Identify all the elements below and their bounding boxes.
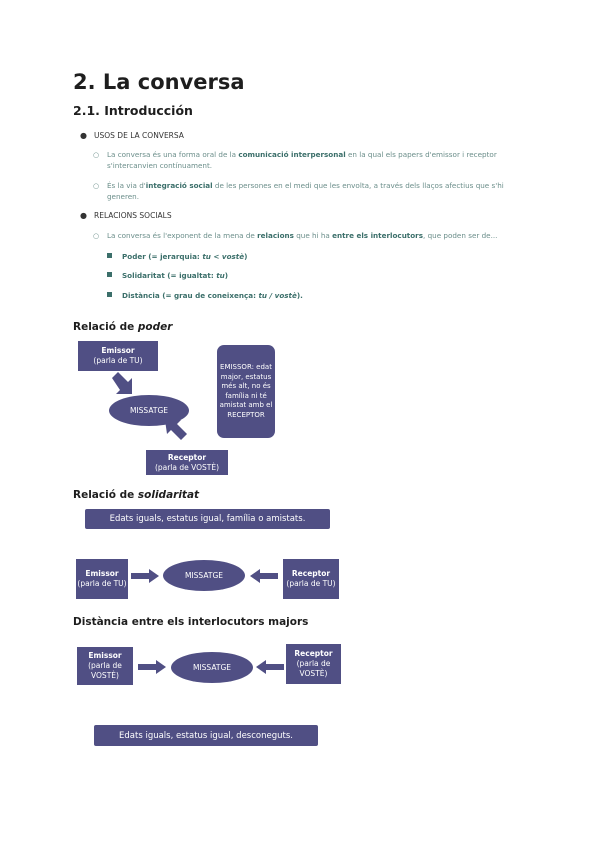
type-item: Distància (= grau de coneixença: tu / vo… — [107, 291, 303, 300]
sub-item: ○ La conversa és una forma oral de la co… — [93, 150, 527, 171]
arrow-left-icon — [256, 660, 284, 674]
square-bullet-icon — [107, 272, 112, 277]
text-italic: tu < vostè — [202, 252, 245, 261]
bullet-dot-icon: ● — [80, 131, 87, 140]
diagram-heading-poder: Relació de poder — [73, 321, 172, 333]
ring-icon: ○ — [93, 182, 100, 190]
arrow-down-right-icon — [112, 372, 132, 394]
text: És la via d' — [107, 181, 146, 190]
text: ). — [296, 291, 303, 300]
text-italic: poder — [137, 321, 173, 333]
box-sub: (parla de VOSTÈ) — [88, 661, 122, 680]
type-item: Poder (= jerarquia: tu < vostè) — [107, 252, 248, 261]
bullet-usos: ● USOS DE LA CONVERSA — [80, 131, 184, 140]
sub-item: ○ La conversa és l'exponent de la mena d… — [93, 231, 537, 242]
message-ellipse: MISSATGE — [163, 560, 245, 591]
banner-text: Edats iguals, estatus igual, família o a… — [109, 514, 306, 524]
text: , que poden ser de... — [423, 231, 498, 240]
box-title: Receptor — [294, 649, 333, 658]
arrow-right-icon — [138, 660, 166, 674]
box-title: Emissor — [101, 346, 135, 355]
box-sub: (parla de TU) — [93, 356, 143, 365]
square-bullet-icon — [107, 292, 112, 297]
box-sub: (parla de VOSTÈ) — [296, 659, 331, 678]
text: en la qual els papers d'emissor i recept… — [107, 150, 497, 170]
text-bold: relacions — [257, 231, 294, 240]
text: Distància (= grau de coneixença: — [122, 291, 259, 300]
box-title: Emissor — [85, 569, 119, 578]
text-italic: tu — [216, 271, 225, 280]
solidaritat-banner: Edats iguals, estatus igual, família o a… — [85, 509, 330, 529]
text: La conversa és una forma oral de la — [107, 150, 239, 159]
text-bold: integració social — [145, 181, 213, 190]
ring-icon: ○ — [93, 232, 100, 240]
text: ) — [224, 271, 229, 280]
arrow-left-icon — [250, 569, 278, 583]
receptor-box: Receptor (parla de VOSTÈ) — [286, 644, 341, 684]
text: Relació de — [73, 321, 138, 333]
arrow-right-icon — [131, 569, 159, 583]
ellipse-label: MISSATGE — [192, 663, 232, 672]
section-subtitle: 2.1. Introducción — [73, 103, 193, 118]
box-title: Emissor — [88, 651, 122, 660]
bullet-label: RELACIONS SOCIALS — [94, 211, 172, 220]
arrow-up-left-icon — [165, 420, 187, 440]
text: Solidaritat (= igualtat: — [122, 271, 217, 280]
bullet-dot-icon: ● — [80, 211, 87, 220]
bullet-label: USOS DE LA CONVERSA — [94, 131, 184, 140]
box-title: Receptor — [291, 569, 331, 578]
box-sub: (parla de TU) — [286, 579, 336, 588]
note-box: EMISSOR: edat major, estatus més alt, no… — [217, 345, 275, 438]
text: ) — [244, 252, 248, 261]
ellipse-label: MISSATGE — [129, 406, 169, 415]
receptor-box: Receptor (parla de TU) — [283, 559, 339, 599]
type-item: Solidaritat (= igualtat: tu) — [107, 271, 229, 280]
emissor-box: Emissor (parla de TU) — [78, 341, 158, 371]
text-italic: tu / vostè — [258, 291, 297, 300]
ellipse-label: MISSATGE — [184, 571, 224, 580]
text: La conversa és l'exponent de la mena de — [107, 231, 258, 240]
diagram-heading-distancia: Distància entre els interlocutors majors — [73, 616, 309, 628]
text: que hi ha — [293, 231, 333, 240]
banner-text: Edats iguals, estatus igual, desconeguts… — [119, 730, 293, 741]
distancia-banner: Edats iguals, estatus igual, desconeguts… — [94, 725, 318, 746]
ring-icon: ○ — [93, 151, 100, 159]
text: Poder (= jerarquia: — [122, 252, 203, 261]
sub-item: ○ És la via d'integració social de les p… — [93, 181, 527, 202]
page-title: 2. La conversa — [73, 70, 245, 94]
text-italic: solidaritat — [137, 489, 200, 501]
text: de les persones en el medi que les envol… — [107, 181, 504, 201]
box-title: Receptor — [167, 452, 207, 462]
receptor-box: Receptor (parla de VOSTÈ) — [146, 450, 228, 475]
text-bold: comunicació interpersonal — [238, 150, 346, 159]
square-bullet-icon — [107, 253, 112, 258]
bullet-relacions: ● RELACIONS SOCIALS — [80, 211, 172, 220]
diagram-heading-solidaritat: Relació de solidaritat — [73, 489, 199, 501]
emissor-box: Emissor (parla de TU) — [76, 559, 128, 599]
box-sub: (parla de TU) — [77, 579, 127, 588]
note-text: EMISSOR: edat major, estatus més alt, no… — [219, 363, 273, 419]
text-bold: entre els interlocutors — [332, 231, 424, 240]
box-sub: (parla de VOSTÈ) — [154, 462, 220, 472]
emissor-box: Emissor (parla de VOSTÈ) — [77, 647, 133, 685]
text: Relació de — [73, 489, 138, 501]
message-ellipse: MISSATGE — [171, 652, 253, 683]
